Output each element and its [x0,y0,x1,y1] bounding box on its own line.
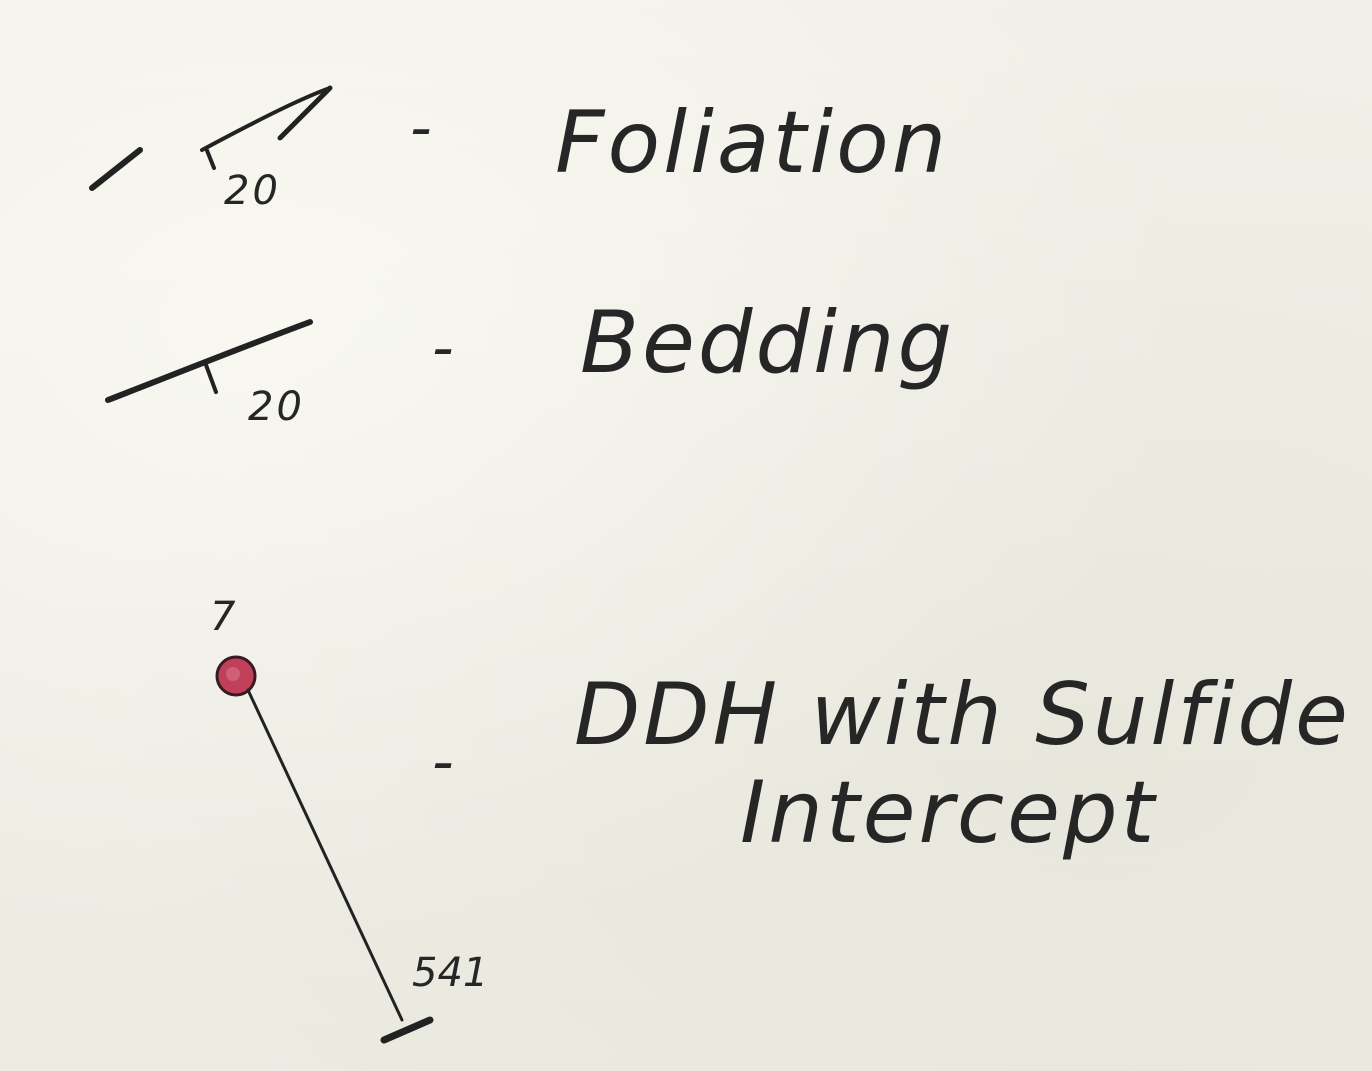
foliation-symbol [89,85,333,191]
foliation-dash: - [410,93,432,163]
bedding-symbol [105,319,313,403]
bedding-dip-label: 20 [248,384,305,430]
ddh-label-line2: Intercept [740,763,1158,863]
ddh-depth-label: 541 [412,950,488,996]
foliation-label: Foliation [555,93,949,193]
ddh-symbol [215,655,434,1044]
ddh-dash: - [432,727,454,797]
bedding-dash: - [432,313,454,383]
foliation-row: 20 - Foliation [89,85,949,214]
ddh-collar-number: 7 [210,594,238,640]
bedding-row: 20 - Bedding [105,293,955,430]
foliation-dip-label: 20 [224,168,281,214]
bedding-label: Bedding [580,293,955,393]
ddh-row: 7 541 - DDH with Sulfide Intercept [210,594,1351,1044]
ddh-label-line1: DDH with Sulfide [574,665,1351,765]
